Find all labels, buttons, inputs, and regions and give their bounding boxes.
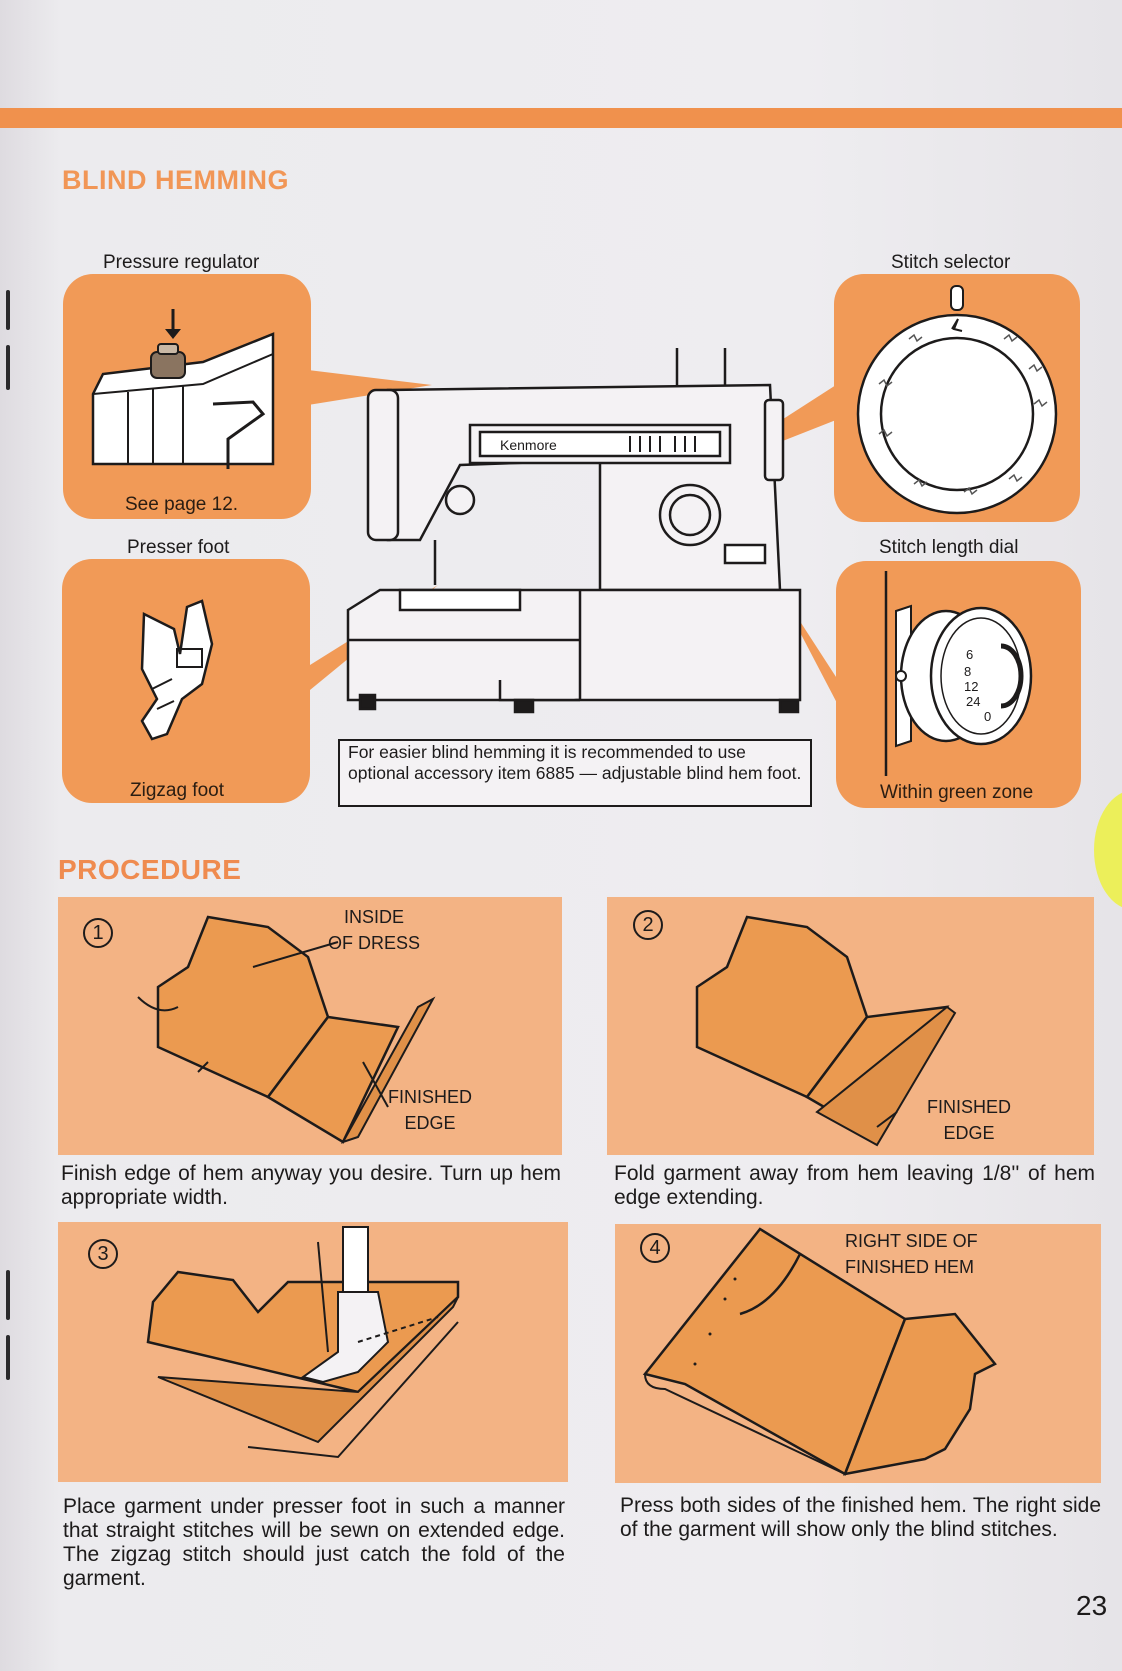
pressure-regulator-label: Pressure regulator	[103, 252, 260, 273]
step-1-text: Finish edge of hem anyway you desire. Tu…	[61, 1162, 561, 1209]
dial-number: 0	[984, 709, 991, 724]
sewing-machine-illustration: Kenmore	[346, 348, 802, 714]
top-accent-bar	[0, 108, 1122, 128]
accessory-note: For easier blind hemming it is recommend…	[338, 739, 812, 807]
binding-mark	[6, 1270, 10, 1320]
step-2-text: Fold garment away from hem leaving 1/8''…	[614, 1162, 1095, 1209]
page-number: 23	[1076, 1590, 1108, 1621]
stitch-length-dial-label: Stitch length dial	[879, 537, 1019, 558]
pressure-regulator-illustration	[91, 309, 275, 469]
stitch-selector-panel	[834, 274, 1080, 522]
stitch-selector-label: Stitch selector	[891, 252, 1011, 273]
section-title: BLIND HEMMING	[62, 165, 289, 195]
stitch-selector-dial	[856, 285, 1058, 515]
stitch-length-dial-caption: Within green zone	[880, 782, 1034, 803]
dial-number: 12	[964, 679, 978, 694]
stitch-length-dial-panel: 6 8 12 24 0 Within green zone	[836, 561, 1081, 808]
pressure-regulator-caption: See page 12.	[125, 494, 239, 515]
presser-foot-panel: Zigzag foot	[62, 559, 310, 803]
step-4-text: Press both sides of the finished hem. Th…	[620, 1494, 1101, 1541]
step-number: 3	[88, 1239, 118, 1269]
dial-number: 6	[966, 647, 973, 662]
procedure-title: PROCEDURE	[58, 854, 242, 885]
presser-foot-label: Presser foot	[127, 537, 230, 558]
step-3-illustration: 3	[58, 1222, 568, 1482]
binding-mark	[6, 1335, 10, 1380]
pressure-regulator-panel: See page 12.	[63, 274, 311, 519]
machine-brand: Kenmore	[500, 437, 557, 453]
step-3-text: Place garment under presser foot in such…	[63, 1495, 565, 1590]
stitch-length-dial-illustration: 6 8 12 24 0	[884, 571, 1033, 776]
binding-mark	[6, 345, 10, 390]
dial-number: 8	[964, 664, 971, 679]
step-number: 1	[83, 918, 113, 948]
binding-mark	[6, 290, 10, 330]
step-number: 2	[633, 910, 663, 940]
zigzag-foot-illustration	[140, 599, 214, 741]
step-number: 4	[640, 1233, 670, 1263]
presser-foot-caption: Zigzag foot	[130, 780, 224, 801]
dial-number: 24	[966, 694, 980, 709]
